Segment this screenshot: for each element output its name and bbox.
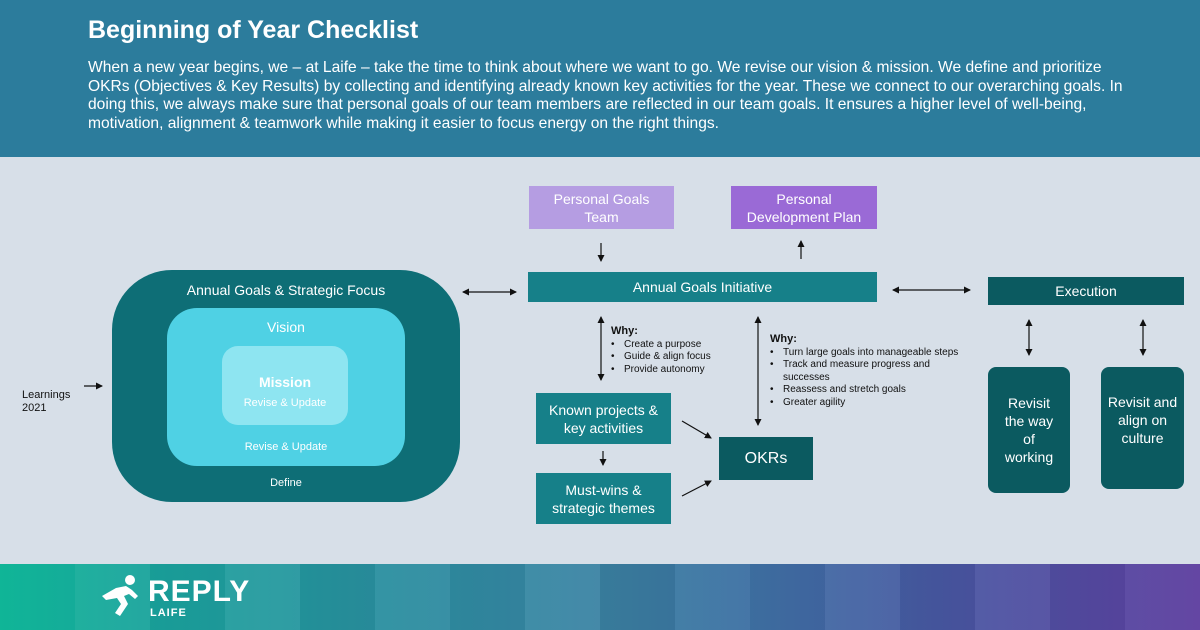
runner-logo-icon	[102, 575, 138, 616]
execution-label: Execution	[1055, 283, 1117, 299]
why-list-okrs: Why: Turn large goals into manageable st…	[770, 333, 970, 409]
must-wins-box: Must-wins & strategic themes	[536, 473, 671, 524]
why-item: Turn large goals into manageable steps	[770, 347, 970, 360]
personal-development-box: Personal Development Plan	[731, 186, 877, 229]
mission-shape	[222, 346, 348, 425]
known-projects-box: Known projects & key activities	[536, 393, 671, 444]
brand-logo-subtext: LAIFE	[150, 607, 187, 619]
define-label: Define	[270, 477, 302, 489]
vision-label: Vision	[267, 319, 305, 335]
header-band	[0, 0, 1200, 157]
must-wins-label: Must-wins & strategic themes	[552, 481, 655, 516]
personal-goals-label: Personal Goals Team	[553, 190, 650, 225]
why-title: Why:	[770, 333, 797, 345]
why-item: Create a purpose	[611, 339, 751, 352]
why-item: Greater agility	[770, 397, 970, 410]
okrs-label: OKRs	[744, 449, 788, 467]
revisit-culture-box: Revisit and align on culture	[1101, 367, 1184, 489]
why-item: Guide & align focus	[611, 351, 751, 364]
vision-revise-label: Revise & Update	[244, 441, 328, 453]
execution-box: Execution	[988, 277, 1184, 305]
why-item: Track and measure progress and successes	[770, 359, 955, 384]
revisit-working-box: Revisit the way of working	[988, 367, 1070, 493]
mission-label: Mission	[258, 374, 312, 390]
footer-band	[0, 564, 1200, 630]
mission-revise-label: Revise & Update	[243, 397, 327, 409]
why-title: Why:	[611, 325, 638, 337]
known-projects-label: Known projects & key activities	[549, 401, 658, 436]
why-item: Reassess and stretch goals	[770, 384, 970, 397]
revisit-working-label: Revisit the way of working	[1004, 395, 1054, 465]
learnings-label: Learnings 2021	[22, 389, 71, 414]
revisit-culture-label: Revisit and align on culture	[1107, 394, 1178, 446]
personal-development-label: Personal Development Plan	[746, 190, 862, 225]
brand-logo-text: REPLY	[148, 575, 251, 608]
personal-goals-box: Personal Goals Team	[529, 186, 674, 229]
arrow-known-okrs	[681, 420, 712, 439]
arrow-mustwins-okrs	[681, 480, 712, 497]
intro-paragraph: When a new year begins, we – at Laife – …	[88, 59, 1123, 132]
okrs-box: OKRs	[719, 437, 813, 480]
initiative-label: Annual Goals Initiative	[632, 279, 773, 295]
annual-goals-focus-label: Annual Goals & Strategic Focus	[186, 282, 386, 298]
why-list-purpose: Why: Create a purpose Guide & align focu…	[611, 325, 751, 376]
page-title: Beginning of Year Checklist	[88, 16, 419, 44]
why-item: Provide autonomy	[611, 364, 751, 377]
initiative-box: Annual Goals Initiative	[528, 272, 877, 302]
